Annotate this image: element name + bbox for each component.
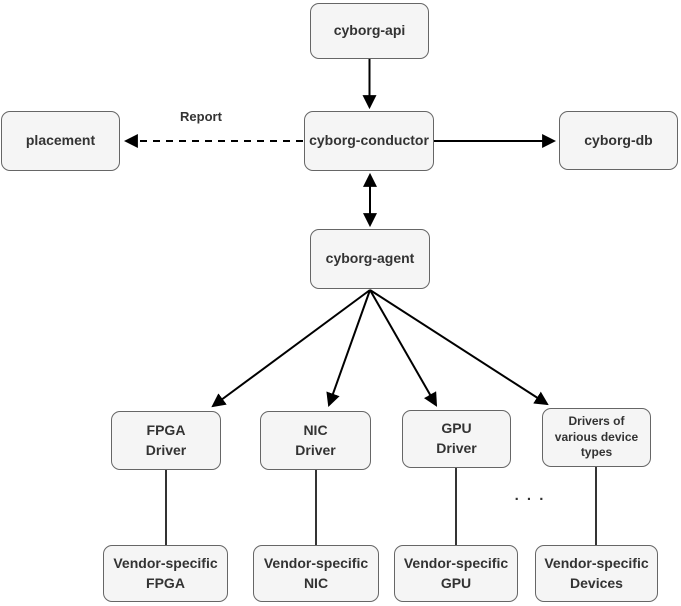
edge-agent-to-fpga-driver (211, 289, 371, 408)
node-cyborg-api: cyborg-api (310, 3, 429, 59)
node-label: cyborg-conductor (309, 132, 429, 149)
node-label: cyborg-api (333, 22, 406, 39)
node-label-line: Drivers of (568, 413, 625, 428)
node-vendor-specific-gpu: Vendor-specific GPU (394, 545, 518, 602)
node-label-line: Vendor-specific (113, 554, 218, 571)
node-label-line: FPGA (146, 574, 185, 591)
node-label-line: FPGA (146, 421, 186, 438)
report-edge-label: Report (180, 109, 222, 124)
node-label-line: NIC (303, 574, 329, 591)
node-label: placement (25, 132, 96, 149)
edge-agent-to-gpu-driver (369, 289, 438, 407)
node-nic-driver: NIC Driver (260, 411, 371, 470)
node-vendor-specific-nic: Vendor-specific NIC (253, 545, 379, 602)
node-vendor-specific-fpga: Vendor-specific FPGA (103, 545, 228, 602)
node-various-device-drivers: Drivers of various device types (542, 408, 651, 467)
node-gpu-driver: GPU Driver (402, 410, 511, 468)
node-label-line: Driver (145, 441, 187, 458)
node-label-line: Vendor-specific (403, 554, 509, 571)
node-label: cyborg-db (584, 131, 653, 148)
node-label-line: Driver (295, 441, 336, 458)
node-label-line: NIC (303, 421, 328, 438)
more-drivers-ellipsis: . . . (514, 487, 546, 504)
node-cyborg-agent: cyborg-agent (310, 229, 430, 289)
node-label-line: Devices (570, 574, 623, 591)
node-label: cyborg-agent (325, 250, 415, 267)
node-fpga-driver: FPGA Driver (111, 411, 221, 470)
node-label-line: Driver (436, 440, 477, 456)
node-cyborg-conductor: cyborg-conductor (304, 111, 434, 171)
node-label-line: GPU (441, 420, 472, 437)
node-cyborg-db: cyborg-db (559, 111, 678, 170)
node-label-line: types (580, 445, 613, 460)
node-placement: placement (1, 111, 120, 171)
node-label-line: GPU (440, 574, 472, 591)
node-label-line: Vendor-specific (544, 554, 649, 571)
node-label-line: various device (554, 429, 639, 444)
node-label-line: Vendor-specific (263, 554, 369, 571)
edge-agent-to-nic-driver (326, 289, 371, 407)
node-vendor-specific-devices: Vendor-specific Devices (535, 545, 658, 602)
edge-agent-to-various-driver (369, 289, 549, 406)
